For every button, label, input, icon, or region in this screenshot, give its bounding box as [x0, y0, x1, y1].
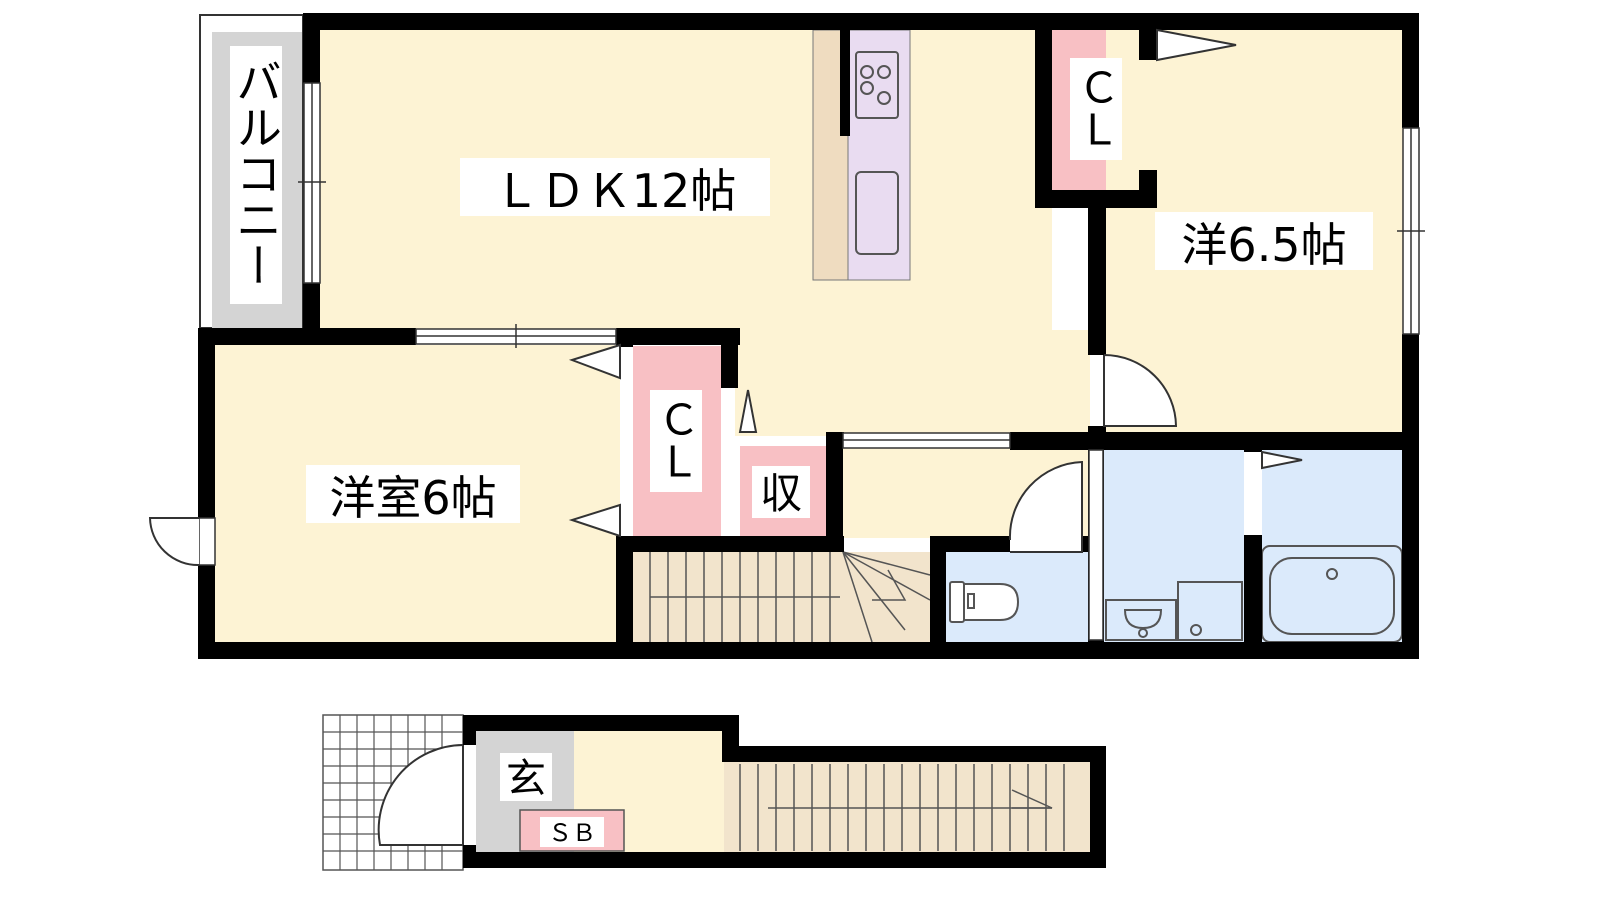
- sink: [855, 171, 899, 255]
- entrance-label: 玄: [506, 756, 546, 802]
- burner-4: [860, 81, 874, 95]
- balcony-label: バルコニー: [229, 58, 283, 288]
- bathtub: [1261, 545, 1403, 643]
- toilet-fixture: [949, 581, 1020, 623]
- stove: [855, 51, 899, 119]
- ldk-floor-lower: [735, 330, 1090, 436]
- western-65-label: 洋6.5帖: [1181, 218, 1346, 272]
- stairs-upper-treads: [649, 551, 931, 643]
- burner-2: [877, 65, 891, 79]
- storage-label: 収: [760, 469, 802, 518]
- walls-upper: [198, 13, 1419, 659]
- windows: [198, 82, 1425, 641]
- western-6-label: 洋室6帖: [329, 471, 496, 525]
- labels: ＬＤＫ12帖 洋6.5帖 洋室6帖 バルコニー ＣＬ ＣＬ 収 玄 ＳＢ: [229, 46, 1373, 847]
- lower-floor: [322, 714, 1106, 871]
- burner-1: [860, 65, 874, 79]
- burner-3: [877, 91, 891, 105]
- western-65-upper: [1142, 30, 1409, 200]
- closet-upper-label: ＣＬ: [1072, 66, 1121, 150]
- ldk-label: ＬＤＫ12帖: [494, 164, 737, 218]
- doors: [148, 28, 1303, 567]
- closet-left-label: ＣＬ: [652, 398, 701, 482]
- washbasin: [1105, 581, 1243, 641]
- shoe-box-label: ＳＢ: [548, 819, 596, 847]
